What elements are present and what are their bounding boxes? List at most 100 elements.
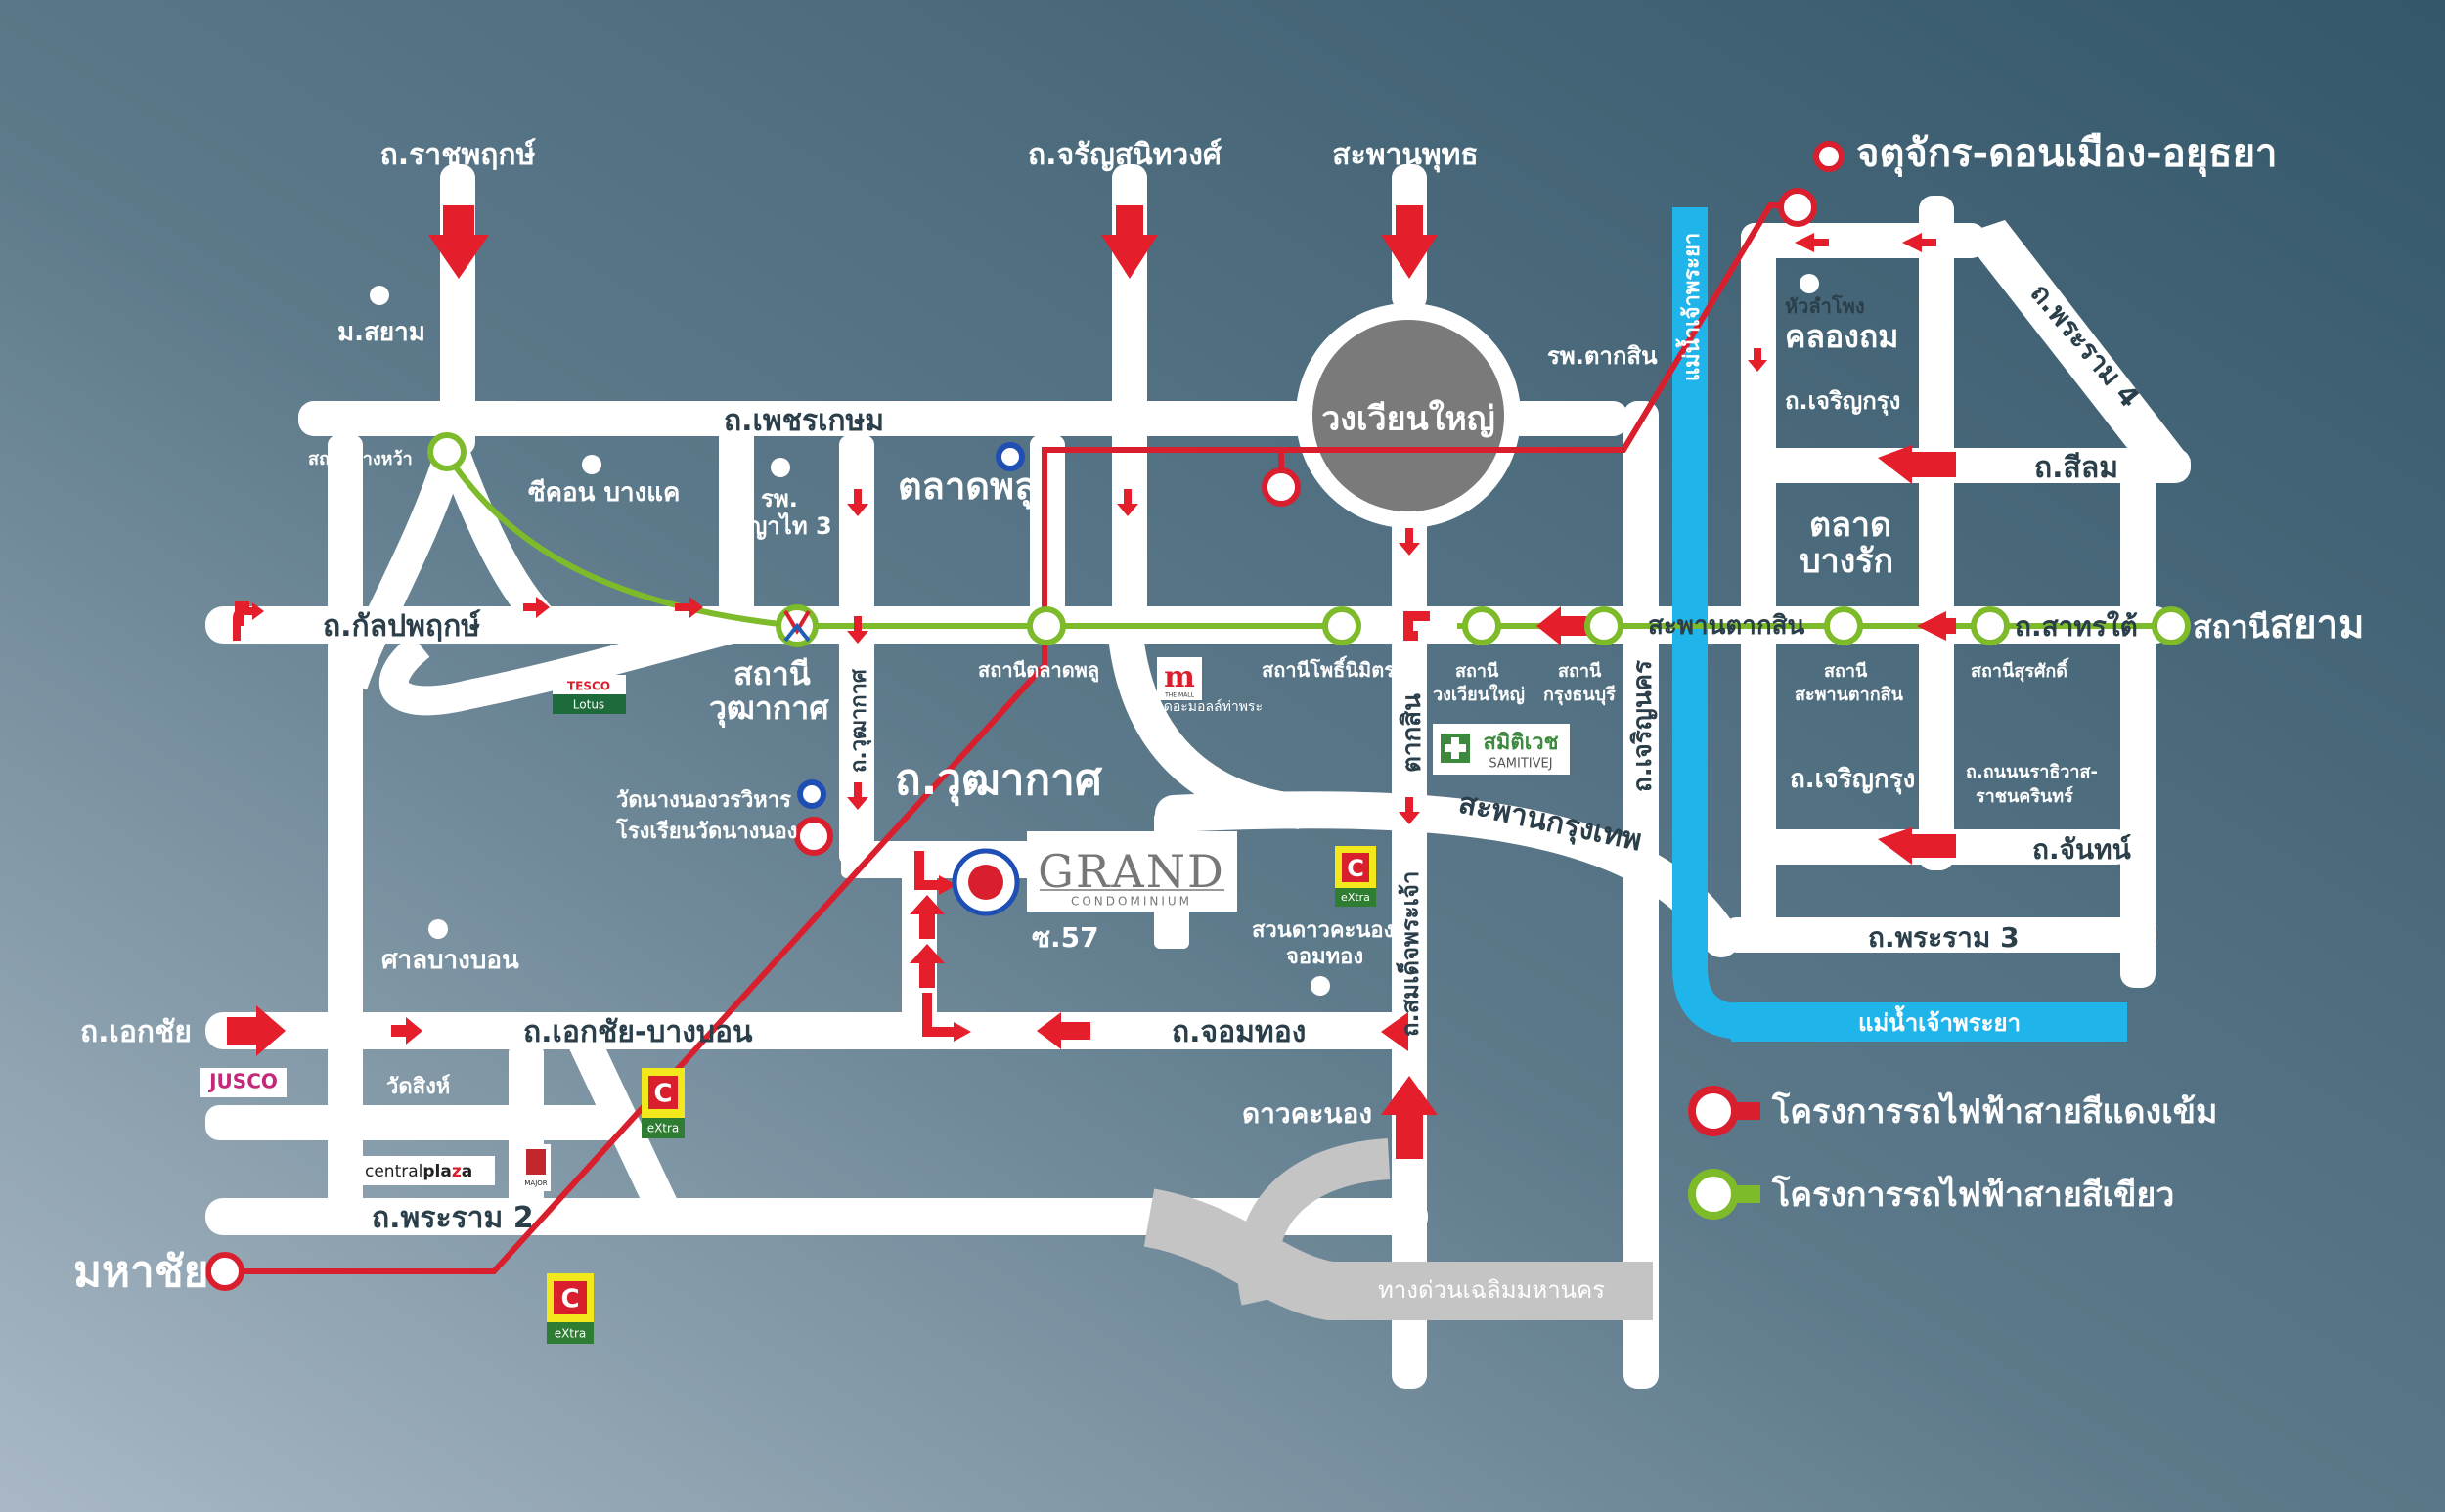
- label-wutthakat-big: ถ.วุฒากาศ: [895, 755, 1103, 807]
- road-wutthakat-vertical: [839, 435, 874, 866]
- school-nangnong-marker: [794, 817, 833, 856]
- label-chomthong: ถ.จอมทอง: [1172, 1015, 1306, 1049]
- label-ratchaphruek: ถ.ราชพฤกษ์: [380, 138, 536, 172]
- svg-text:สถานีโพธิ์นิมิตร: สถานีโพธิ์นิมิตร: [1262, 655, 1395, 682]
- svg-text:centralplaza: centralplaza: [365, 1162, 472, 1181]
- label-charoennakhon: ถ.เจริญนคร: [1628, 660, 1658, 792]
- legend: โครงการรถไฟฟ้าสายสีแดงเข้ม โครงการรถไฟฟ้…: [1688, 1086, 2217, 1220]
- road-east-vertical: [1919, 196, 1954, 870]
- bts-logo-icon: [783, 609, 811, 643]
- svg-text:MAJOR: MAJOR: [524, 1179, 547, 1187]
- svg-text:รพ.: รพ.: [761, 485, 798, 512]
- road-rama4: [1961, 220, 2191, 479]
- grand-condominium[interactable]: GRAND CONDOMINIUM: [952, 831, 1237, 916]
- svg-text:สมิติเวช: สมิติเวช: [1483, 731, 1558, 755]
- svg-text:วุฒากาศ: วุฒากาศ: [709, 689, 829, 729]
- svg-text:THE MALL: THE MALL: [1164, 692, 1194, 699]
- road-bangwa-loop: [378, 611, 747, 716]
- svg-text:C: C: [653, 1080, 672, 1109]
- svg-text:แม่น้ำเจ้าพระยา: แม่น้ำเจ้าพระยา: [1675, 233, 1705, 381]
- svg-text:JUSCO: JUSCO: [207, 1070, 278, 1093]
- svg-text:สถานีสุรศักดิ์: สถานีสุรศักดิ์: [1971, 657, 2069, 683]
- u-turn-arrowhead: [252, 602, 264, 620]
- bigc-extra-logo-3: C eXtra: [547, 1273, 594, 1344]
- svg-text:วัดสิงห์: วัดสิงห์: [386, 1074, 450, 1099]
- wongwian-yai-label: วงเวียนใหญ่: [1321, 399, 1495, 439]
- station-talat-phlu-marker[interactable]: [1027, 606, 1066, 645]
- station-siam-marker[interactable]: [2152, 606, 2191, 645]
- wongwian-yai-center: [1312, 320, 1504, 511]
- road-bangwa-vertical: [719, 401, 754, 631]
- label-saphan-phut: สะพานพุทธ: [1332, 138, 1478, 173]
- road-phetkasem: [298, 401, 1628, 436]
- label-somdet: ถ.สมเด็จพระเจ้า: [1396, 871, 1424, 1037]
- road-charansanitwong: [1112, 164, 1147, 624]
- svg-text:จอมทอง: จอมทอง: [1286, 945, 1363, 969]
- grand-card: [1027, 831, 1237, 912]
- station-bang-wa-marker[interactable]: [427, 432, 467, 471]
- label-ekkachai: ถ.เอกชัย: [80, 1015, 192, 1049]
- road-bangwa-diagonal-1: [336, 450, 466, 690]
- svg-text:ถ.ถนนนราธิวาส-: ถ.ถนนนราธิวาส-: [1966, 762, 2098, 782]
- legend-green-label: โครงการรถไฟฟ้าสายสีเขียว: [1771, 1175, 2174, 1215]
- station-surasak-marker[interactable]: [1971, 606, 2010, 645]
- road-east-right: [2120, 460, 2156, 988]
- bigc-extra-logo-1: C eXtra: [1335, 846, 1376, 907]
- label-rama2: ถ.พระราม 2: [372, 1201, 534, 1235]
- station-wongwian-yai-marker[interactable]: [1462, 606, 1501, 645]
- station-pho-nimit-marker[interactable]: [1322, 606, 1361, 645]
- road-left-vertical: [328, 435, 363, 1218]
- station-chatuchak-marker[interactable]: [1778, 188, 1817, 227]
- svg-text:สวนดาวคะนอง: สวนดาวคะนอง: [1252, 918, 1394, 943]
- label-charoenkrung-1: ถ.เจริญกรุง: [1785, 387, 1900, 417]
- the-mall-logo: m THE MALL เดอะมอลล์ท่าพระ: [1157, 657, 1263, 715]
- label-phetkasem: ถ.เพชรเกษม: [724, 404, 884, 438]
- road-charoennakhon: [1623, 401, 1659, 1389]
- label-silom: ถ.สีลม: [2034, 451, 2118, 485]
- roads: [205, 164, 2191, 1389]
- legend-red-marker: [1688, 1086, 1739, 1136]
- svg-text:สะพานตากสิน: สะพานตากสิน: [1795, 685, 1904, 705]
- station-krung-thonburi-marker[interactable]: [1584, 606, 1623, 645]
- label-saphan-taksin: สะพานตากสิน: [1648, 611, 1804, 641]
- major-logo: MAJOR: [521, 1144, 551, 1191]
- samitivej-logo: สมิติเวช SAMITIVEJ: [1433, 724, 1570, 775]
- label-kanlapaphruek: ถ.กัลปพฤกษ์: [323, 609, 481, 644]
- station-mahachai-marker[interactable]: [205, 1252, 244, 1291]
- central-plaza-logo: centralplaza: [360, 1156, 495, 1185]
- road-silom: [1741, 448, 2191, 483]
- expressway-label: ทางด่วนเฉลิมมหานคร: [1378, 1276, 1605, 1304]
- svg-text:สถานีตลาดพลู: สถานีตลาดพลู: [978, 658, 1099, 684]
- svg-text:เดอะมอลล์ท่าพระ: เดอะมอลล์ท่าพระ: [1159, 698, 1263, 715]
- svg-text:ซีคอน บางแค: ซีคอน บางแค: [528, 478, 680, 508]
- svg-text:สถานี: สถานี: [1558, 661, 1602, 682]
- road-curve-themall: [1107, 624, 1304, 829]
- station-chatuchak-label-dot: [1813, 141, 1845, 172]
- svg-text:บางรัก: บางรัก: [1800, 542, 1893, 581]
- red-stations: [205, 141, 1845, 1291]
- svg-text:พญาไท 3: พญาไท 3: [732, 511, 832, 540]
- svg-text:ศาลบางบอน: ศาลบางบอน: [381, 946, 519, 975]
- svg-text:C: C: [1347, 855, 1364, 882]
- river-chao-phraya-east: [1731, 1002, 2127, 1042]
- svg-text:ม.สยาม: ม.สยาม: [337, 318, 425, 347]
- svg-text:Lotus: Lotus: [573, 698, 604, 712]
- grand-location-center: [968, 865, 1003, 900]
- svg-text:ตลาดพลู: ตลาดพลู: [898, 465, 1037, 510]
- svg-text:โรงเรียนวัดนางนอง: โรงเรียนวัดนางนอง: [615, 818, 797, 844]
- svg-text:แม่น้ำเจ้าพระยา: แม่น้ำเจ้าพระยา: [1858, 1004, 2021, 1037]
- svg-text:สถานี: สถานี: [1824, 661, 1868, 682]
- bigc-extra-logo-2: C eXtra: [642, 1068, 685, 1138]
- svg-text:TESCO: TESCO: [567, 680, 610, 693]
- grand-sub: CONDOMINIUM: [1071, 895, 1192, 909]
- road-wat-sing: [205, 1105, 636, 1140]
- svg-text:eXtra: eXtra: [1341, 891, 1370, 904]
- road-charoenkrung: [1741, 223, 1776, 937]
- svg-text:มหาชัย: มหาชัย: [73, 1247, 208, 1297]
- station-wongwian-red-marker[interactable]: [1262, 467, 1301, 507]
- label-wutthakat-small: ถ.วุฒากาศ: [847, 668, 872, 773]
- legend-red-label: โครงการรถไฟฟ้าสายสีแดงเข้ม: [1771, 1091, 2217, 1132]
- station-saphan-taksin-marker[interactable]: [1824, 606, 1863, 645]
- svg-text:สถานีสยาม: สถานีสยาม: [2193, 602, 2364, 647]
